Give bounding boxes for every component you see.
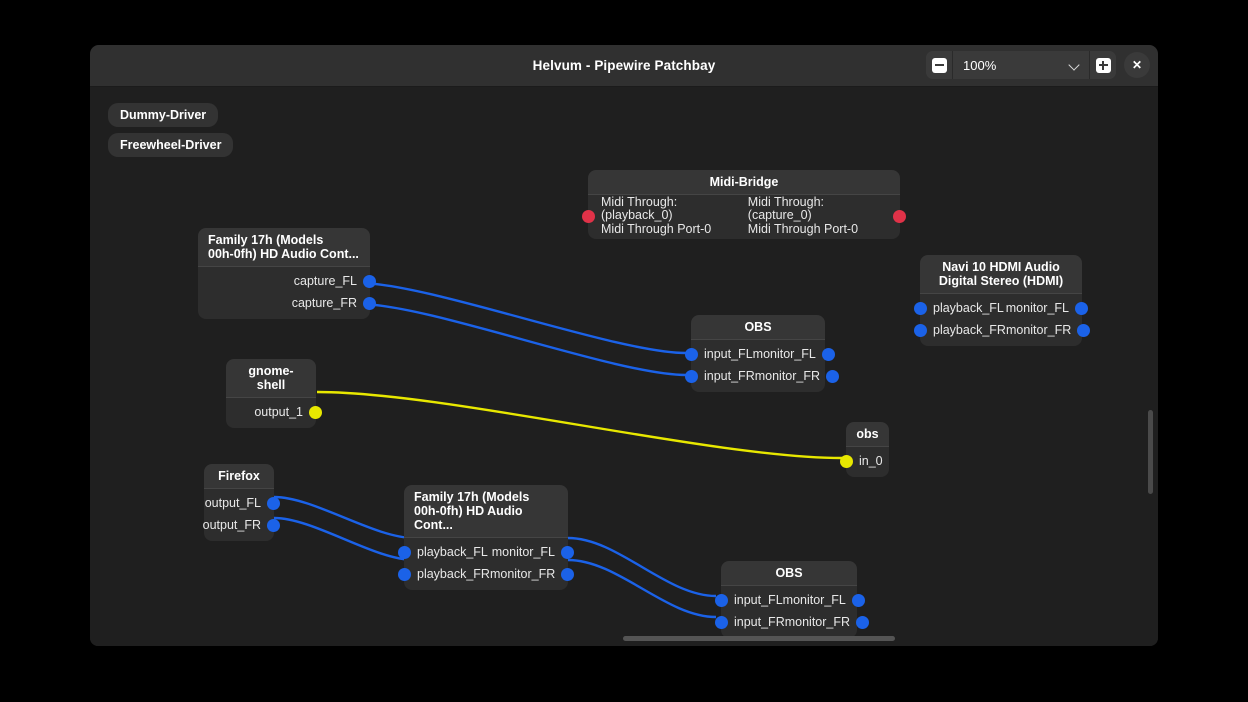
port-label: input_FL [704, 346, 753, 361]
port-label: playback_FL [417, 544, 488, 559]
port-dot-input-fl[interactable] [715, 593, 728, 607]
close-window-button[interactable]: ✕ [1124, 52, 1150, 78]
port-label: monitor_FL [1005, 300, 1069, 315]
node-title: Firefox [204, 464, 274, 488]
port-label: monitor_FL [752, 346, 816, 361]
node-family17h-capture[interactable]: Family 17h (Models 00h-0fh) HD Audio Con… [198, 228, 376, 319]
port-label: output_FL [204, 495, 261, 510]
port-label: in_0 [859, 453, 883, 468]
minus-icon [931, 57, 947, 73]
port-dot-playback-fl[interactable] [398, 545, 411, 559]
node-obs-small[interactable]: obs in_0 [840, 422, 889, 477]
port-label: monitor_FR [489, 566, 556, 581]
node-title: OBS [691, 315, 825, 339]
app-window: Helvum - Pipewire Patchbay 100% [90, 45, 1158, 646]
patchbay-canvas[interactable]: Dummy-Driver Freewheel-Driver Family 17h… [90, 87, 1158, 646]
zoom-control-group: 100% [926, 51, 1116, 79]
port-dot-monitor-fr[interactable] [826, 369, 840, 383]
port-label: input_FR [704, 368, 755, 383]
port-dot-playback-fl[interactable] [914, 301, 927, 315]
port-dot-monitor-fl[interactable] [1075, 301, 1088, 315]
port-dot-in-0[interactable] [840, 454, 853, 468]
node-title: gnome-shell [226, 359, 316, 397]
port-label: playback_FR [933, 322, 1006, 337]
port-label: output_FR [202, 517, 261, 532]
horizontal-scrollbar[interactable] [623, 636, 895, 641]
node-title: obs [846, 422, 889, 446]
node-title: Family 17h (Models 00h-0fh) HD Audio Con… [198, 228, 370, 266]
port-dot-monitor-fr[interactable] [856, 615, 870, 629]
port-dot-input-fr[interactable] [685, 369, 698, 383]
header-controls: 100% ✕ [926, 51, 1150, 79]
port-label: monitor_FL [782, 592, 846, 607]
port-label: capture_FL [293, 273, 357, 288]
port-label: input_FL [734, 592, 783, 607]
link-monitor-fr-to-obs-input-fr [567, 558, 717, 619]
node-dummy-driver[interactable]: Dummy-Driver [108, 103, 219, 127]
port-dot-midi-playback[interactable] [582, 209, 595, 223]
node-title: Navi 10 HDMI Audio Digital Stereo (HDMI) [920, 255, 1082, 293]
port-label: monitor_FR [1005, 322, 1072, 337]
port-dot-monitor-fr[interactable] [561, 567, 575, 581]
port-dot-output-fr[interactable] [267, 518, 280, 532]
zoom-level-dropdown[interactable]: 100% [953, 51, 1089, 79]
divider [1089, 51, 1090, 79]
node-title: Family 17h (Models 00h-0fh) HD Audio Con… [404, 485, 568, 537]
port-dot-monitor-fl[interactable] [821, 347, 835, 361]
link-firefox-fr-to-playback-fr [273, 516, 415, 562]
link-gnome-output1-to-obs-in0 [316, 390, 843, 460]
port-label: output_1 [254, 404, 303, 419]
port-label: playback_FL [933, 300, 1004, 315]
node-freewheel-driver[interactable]: Freewheel-Driver [108, 133, 234, 157]
node-obs-bottom[interactable]: OBS input_FL monitor_FL [715, 561, 870, 638]
port-label: Midi Through:(capture_0) Midi Through Po… [747, 194, 859, 236]
port-label: monitor_FR [754, 368, 821, 383]
port-dot-output-1[interactable] [309, 405, 322, 419]
node-obs-top[interactable]: OBS input_FL monitor_FL [685, 315, 840, 392]
port-dot-capture-fr[interactable] [363, 296, 376, 310]
port-label: playback_FR [417, 566, 490, 581]
port-label: capture_FR [291, 295, 357, 310]
port-label: monitor_FL [491, 544, 555, 559]
node-title: OBS [721, 561, 857, 585]
link-capture-fr-to-obs-input-fr [358, 302, 687, 377]
port-dot-monitor-fl[interactable] [561, 545, 574, 559]
plus-icon [1095, 57, 1111, 73]
vertical-scrollbar[interactable] [1148, 410, 1153, 494]
divider [952, 51, 953, 79]
node-gnome-shell[interactable]: gnome-shell output_1 [226, 359, 322, 428]
node-firefox[interactable]: Firefox output_FL output_FR [202, 464, 280, 541]
link-capture-fl-to-obs-input-fl [358, 281, 687, 355]
port-label: Midi Through:(playback_0) Midi Through P… [601, 194, 712, 236]
title-bar: Helvum - Pipewire Patchbay 100% [90, 45, 1158, 87]
port-dot-monitor-fl[interactable] [851, 593, 865, 607]
link-monitor-fl-to-obs-input-fl [567, 536, 717, 598]
port-dot-playback-fr[interactable] [914, 323, 927, 337]
port-dot-input-fr[interactable] [715, 615, 728, 629]
port-dot-playback-fr[interactable] [398, 567, 411, 581]
node-family17h-playback[interactable]: Family 17h (Models 00h-0fh) HD Audio Con… [398, 485, 575, 590]
port-label: input_FR [734, 614, 785, 629]
node-title: Midi-Bridge [588, 170, 900, 194]
port-dot-capture-fl[interactable] [363, 274, 376, 288]
chevron-down-icon [1070, 60, 1081, 71]
node-navi10-hdmi[interactable]: Navi 10 HDMI Audio Digital Stereo (HDMI)… [914, 255, 1091, 346]
port-dot-midi-capture[interactable] [893, 209, 906, 223]
port-label: monitor_FR [784, 614, 851, 629]
zoom-level-value: 100% [963, 57, 997, 73]
node-midi-bridge[interactable]: Midi-Bridge Midi Through:(playback_0) Mi… [582, 170, 906, 239]
zoom-out-button[interactable] [926, 51, 952, 79]
zoom-in-button[interactable] [1090, 51, 1116, 79]
port-dot-input-fl[interactable] [685, 347, 698, 361]
port-dot-monitor-fr[interactable] [1077, 323, 1091, 337]
port-dot-output-fl[interactable] [267, 496, 280, 510]
link-firefox-fl-to-playback-fl [273, 495, 415, 540]
